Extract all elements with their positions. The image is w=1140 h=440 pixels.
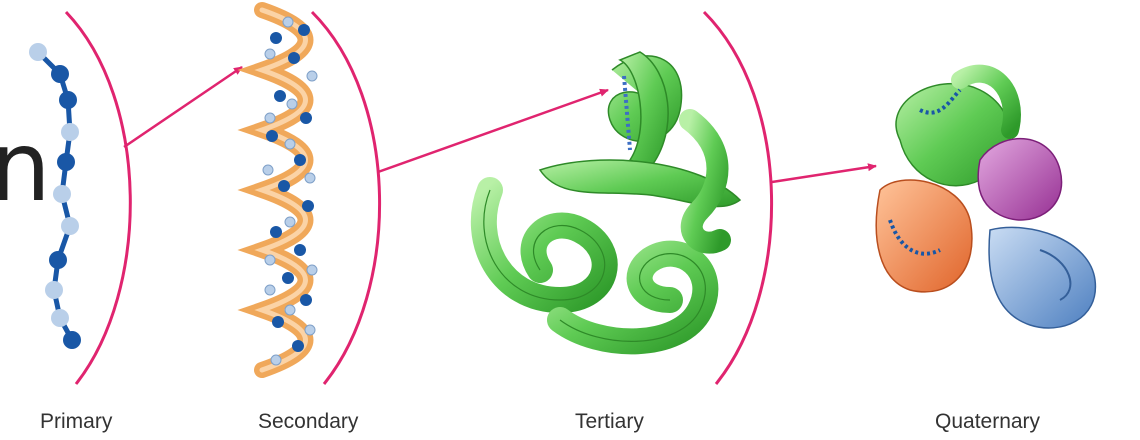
bracket-1 [66, 12, 130, 384]
label-quaternary: Quaternary [935, 410, 1041, 433]
quaternary-complex-icon [876, 74, 1095, 328]
arrow-secondary-to-tertiary [378, 90, 608, 172]
label-secondary: Secondary [258, 410, 359, 433]
secondary-helix-icon [262, 10, 317, 370]
partial-title-glyph: n [0, 111, 51, 223]
label-primary: Primary [40, 410, 113, 433]
tertiary-ribbon-icon [484, 52, 740, 341]
bracket-2 [312, 12, 380, 384]
label-tertiary: Tertiary [575, 410, 644, 433]
arrow-tertiary-to-quaternary [772, 166, 876, 182]
arrow-primary-to-secondary [124, 67, 242, 147]
